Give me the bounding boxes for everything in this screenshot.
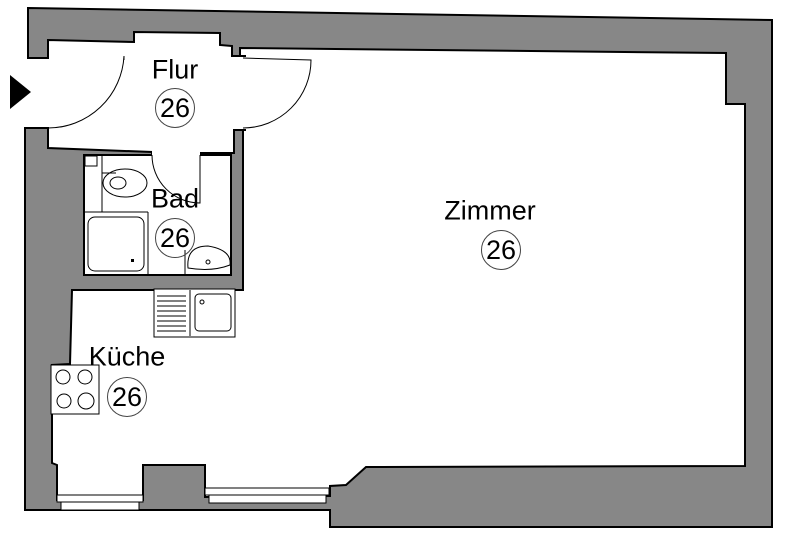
- zimmer-kueche-floor: [51, 46, 746, 501]
- window-zimmer: [204, 487, 330, 504]
- room-name-flur: Flur: [151, 54, 199, 85]
- bad-door: [151, 154, 201, 204]
- washbasin-icon: [187, 245, 231, 270]
- stove-icon: [50, 364, 100, 415]
- room-name-kueche: Küche: [88, 341, 166, 372]
- room-number-zimmer: 26: [481, 230, 521, 270]
- room-number-kueche: 26: [107, 377, 147, 417]
- entrance-arrow-icon: [10, 75, 31, 109]
- entry-door: [47, 55, 125, 129]
- room-name-zimmer: Zimmer: [444, 195, 536, 226]
- bad-floor: [83, 154, 232, 276]
- zimmer-door: [242, 57, 312, 129]
- bath-shaft: [84, 155, 98, 167]
- window-kueche: [56, 494, 144, 511]
- toilet-icon: [102, 168, 148, 198]
- kitchen-sink-icon: [153, 288, 236, 338]
- flur-floor: [27, 30, 246, 159]
- room-number-bad: 26: [155, 218, 195, 258]
- room-name-bad: Bad: [150, 183, 200, 214]
- room-number-flur: 26: [155, 88, 195, 128]
- shower-tray-icon: [87, 216, 145, 272]
